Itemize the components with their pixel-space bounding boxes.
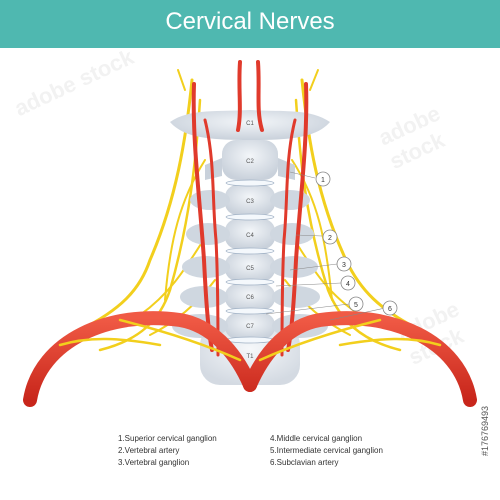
legend-column-2: 4.Middle cervical ganglion 5.Intermediat…	[270, 433, 383, 469]
callout-leaders	[265, 171, 386, 321]
subclavian-arteries	[23, 311, 477, 407]
nerve-front	[58, 318, 442, 362]
legend-item-vertebral-ganglion: 3.Vertebral ganglion	[118, 458, 190, 467]
label-c4: C4	[246, 233, 254, 239]
page-title: Cervical Nerves	[165, 8, 335, 35]
vertebra-labels: C1 C2 C3 C4 C5 C6 C7 T1	[246, 121, 254, 360]
callout-4: 4	[340, 275, 356, 291]
callout-2: 2	[322, 229, 338, 245]
svg-text:4: 4	[346, 281, 350, 288]
callout-1: 1	[315, 171, 331, 187]
svg-text:2: 2	[328, 235, 332, 242]
svg-text:1: 1	[321, 177, 325, 184]
callout-3: 3	[336, 256, 352, 272]
legend-item-superior-cervical-ganglion: 1.Superior cervical ganglion	[118, 434, 217, 443]
legend-item-middle-cervical-ganglion: 4.Middle cervical ganglion	[270, 434, 363, 443]
vertebra-c5	[225, 253, 275, 281]
vertebra-c1	[170, 110, 330, 140]
label-c2: C2	[246, 159, 254, 165]
vertebra-c6	[225, 284, 275, 310]
svg-text:5: 5	[354, 302, 358, 309]
title-banner	[0, 0, 500, 48]
vertebra-c4	[225, 219, 275, 249]
legend-column-1: 1.Superior cervical ganglion 2.Vertebral…	[118, 433, 217, 469]
callouts: 1 2 3 4 5 6	[315, 171, 398, 316]
cervical-nerves-illustration: C1 C2 C3 C4 C5 C6 C7 T1 1 2 3 4	[23, 60, 477, 407]
callout-6: 6	[382, 300, 398, 316]
label-c1: C1	[246, 121, 254, 127]
label-c7: C7	[246, 324, 254, 330]
vertebra-c3	[225, 185, 275, 215]
label-c5: C5	[246, 266, 254, 272]
label-c6: C6	[246, 295, 254, 301]
vertebra-c7	[225, 313, 275, 339]
legend-item-intermediate-cervical-ganglion: 5.Intermediate cervical ganglion	[270, 446, 383, 455]
label-t1: T1	[246, 354, 254, 360]
legend-item-subclavian-artery: 6.Subclavian artery	[270, 458, 339, 467]
svg-text:6: 6	[388, 306, 392, 313]
intervertebral-discs	[225, 179, 275, 344]
stock-id-label: #176769493	[480, 405, 490, 456]
legend-item-vertebral-artery: 2.Vertebral artery	[118, 446, 180, 455]
vertebra-c2	[222, 140, 278, 180]
callout-5: 5	[348, 296, 364, 312]
label-c3: C3	[246, 199, 254, 205]
svg-text:3: 3	[342, 262, 346, 269]
